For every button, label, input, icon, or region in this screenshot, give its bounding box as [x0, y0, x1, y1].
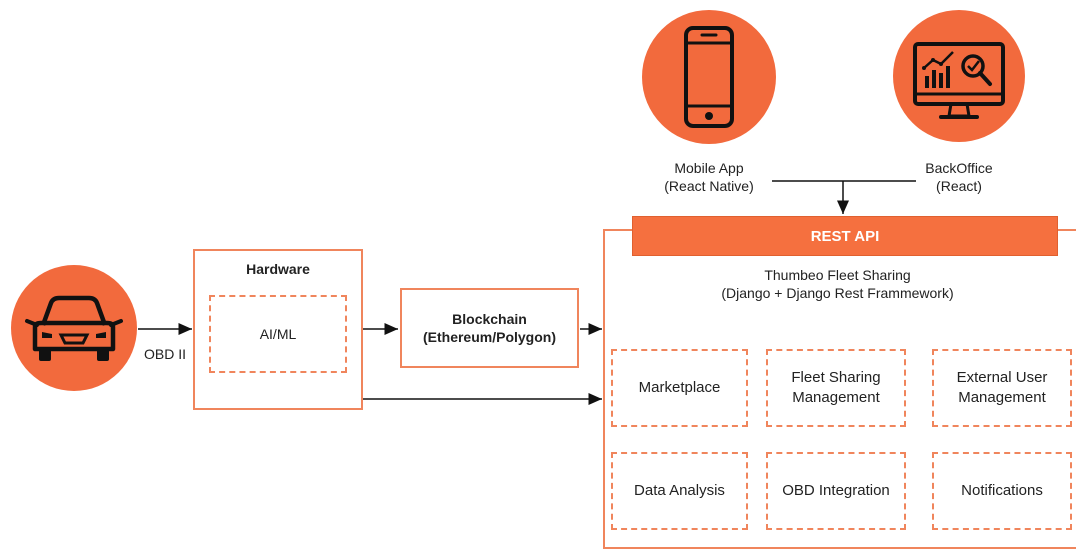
platform-title: Thumbeo Fleet Sharing (Django + Django R… — [660, 266, 1015, 302]
blockchain-box: Blockchain (Ethereum/Polygon) — [400, 288, 579, 368]
platform-title-line2: (Django + Django Rest Frammework) — [721, 285, 954, 301]
module-marketplace: Marketplace — [611, 349, 748, 427]
backoffice-label-line1: BackOffice — [925, 160, 993, 176]
module-label: Notifications — [961, 482, 1043, 499]
blockchain-label-line1: Blockchain — [452, 311, 527, 327]
backoffice-label: BackOffice (React) — [893, 159, 1025, 195]
backoffice-label-line2: (React) — [936, 178, 982, 194]
aiml-label: AI/ML — [259, 326, 297, 342]
module-label: OBD Integration — [782, 482, 890, 499]
connector-lines — [138, 180, 916, 405]
monitor-analytics-icon — [913, 42, 1005, 119]
obd-edge-label: OBD II — [143, 346, 186, 362]
rest-api-label: REST API — [810, 227, 880, 245]
mobile-app-label-line1: Mobile App — [674, 160, 744, 176]
mobile-app-circle — [642, 10, 776, 144]
module-label-line2: Management — [958, 389, 1046, 406]
module-label: External User — [956, 369, 1048, 386]
hardware-title: Hardware — [246, 261, 310, 277]
smartphone-icon — [684, 26, 734, 128]
car-circle — [11, 265, 137, 391]
mobile-app-label-line2: (React Native) — [664, 178, 754, 194]
blockchain-label-line2: (Ethereum/Polygon) — [422, 329, 556, 345]
module-obd-integration: OBD Integration — [766, 452, 906, 530]
backoffice-circle — [893, 10, 1025, 142]
module-label: Fleet Sharing — [791, 369, 881, 386]
module-fleet-sharing-management: Fleet Sharing Management — [766, 349, 906, 427]
aiml-module: AI/ML — [209, 295, 347, 373]
mobile-app-label: Mobile App (React Native) — [642, 159, 776, 195]
car-icon — [25, 295, 123, 361]
module-data-analysis: Data Analysis — [611, 452, 748, 530]
module-notifications: Notifications — [932, 452, 1072, 530]
module-external-user-management: External User Management — [932, 349, 1072, 427]
module-label-line2: Management — [792, 389, 880, 406]
module-label: Marketplace — [638, 379, 721, 396]
module-label: Data Analysis — [634, 482, 725, 499]
rest-api-header: REST API — [632, 216, 1058, 256]
platform-title-line1: Thumbeo Fleet Sharing — [764, 267, 911, 283]
